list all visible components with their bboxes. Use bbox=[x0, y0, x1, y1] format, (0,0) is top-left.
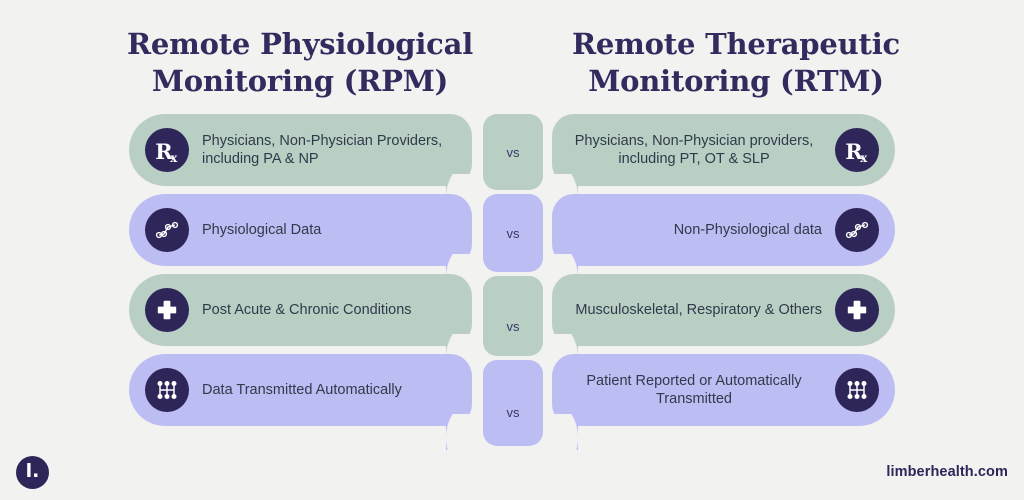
vs-separator-2: vs bbox=[483, 276, 543, 356]
rpm-item-0-label: Physicians, Non-Physician Providers, inc… bbox=[202, 132, 443, 167]
vs-label: vs bbox=[506, 225, 520, 241]
right-column-title: Remote Therapeutic Monitoring (RTM) bbox=[572, 27, 900, 99]
rpm-item-0: Rx Physicians, Non-Physician Providers, … bbox=[129, 114, 472, 186]
rx-icon: Rx bbox=[145, 128, 189, 172]
comparison-row: Post Acute & Chronic Conditions Musculos… bbox=[0, 274, 1024, 370]
pill-tail-right bbox=[552, 414, 578, 450]
comparison-row: Rx Physicians, Non-Physician Providers, … bbox=[0, 114, 1024, 210]
comparison-row: Data Transmitted Automatically Patient R… bbox=[0, 354, 1024, 450]
rpm-item-1: Physiological Data bbox=[129, 194, 472, 266]
rtm-item-2-label: Musculoskeletal, Respiratory & Others bbox=[575, 301, 822, 318]
rpm-item-3: Data Transmitted Automatically bbox=[129, 354, 472, 426]
rpm-item-2: Post Acute & Chronic Conditions bbox=[129, 274, 472, 346]
vs-separator-0: vs bbox=[483, 114, 543, 190]
vs-separator-3: vs bbox=[483, 360, 543, 446]
comparison-rows: Rx Physicians, Non-Physician Providers, … bbox=[0, 114, 1024, 459]
rtm-item-1: Non-Physiological data bbox=[552, 194, 895, 266]
line-chart-icon bbox=[145, 208, 189, 252]
medical-cross-icon bbox=[145, 288, 189, 332]
limber-logo-icon: l. bbox=[16, 456, 49, 489]
rtm-item-0: Physicians, Non-Physician providers, inc… bbox=[552, 114, 895, 186]
pill-tail-left bbox=[446, 414, 472, 450]
rpm-item-1-label: Physiological Data bbox=[202, 221, 322, 238]
rpm-item-2-label: Post Acute & Chronic Conditions bbox=[202, 301, 412, 318]
rx-icon: Rx bbox=[835, 128, 879, 172]
logo-mark: l. bbox=[25, 460, 40, 482]
line-chart-icon bbox=[835, 208, 879, 252]
vs-label: vs bbox=[506, 319, 520, 334]
rtm-item-2: Musculoskeletal, Respiratory & Others bbox=[552, 274, 895, 346]
rtm-item-3-label: Patient Reported or Automatically Transm… bbox=[586, 372, 802, 407]
vs-label: vs bbox=[506, 405, 520, 420]
rpm-item-3-label: Data Transmitted Automatically bbox=[202, 381, 402, 398]
rtm-item-3: Patient Reported or Automatically Transm… bbox=[552, 354, 895, 426]
rtm-item-1-label: Non-Physiological data bbox=[673, 221, 822, 238]
medical-cross-icon bbox=[835, 288, 879, 332]
network-nodes-icon bbox=[835, 368, 879, 412]
network-nodes-icon bbox=[145, 368, 189, 412]
site-url: limberhealth.com bbox=[886, 464, 1008, 480]
vs-separator-1: vs bbox=[483, 194, 543, 272]
left-column-title: Remote Physiological Monitoring (RPM) bbox=[126, 27, 474, 99]
rtm-item-0-label: Physicians, Non-Physician providers, inc… bbox=[574, 132, 814, 167]
vs-label: vs bbox=[506, 144, 520, 160]
